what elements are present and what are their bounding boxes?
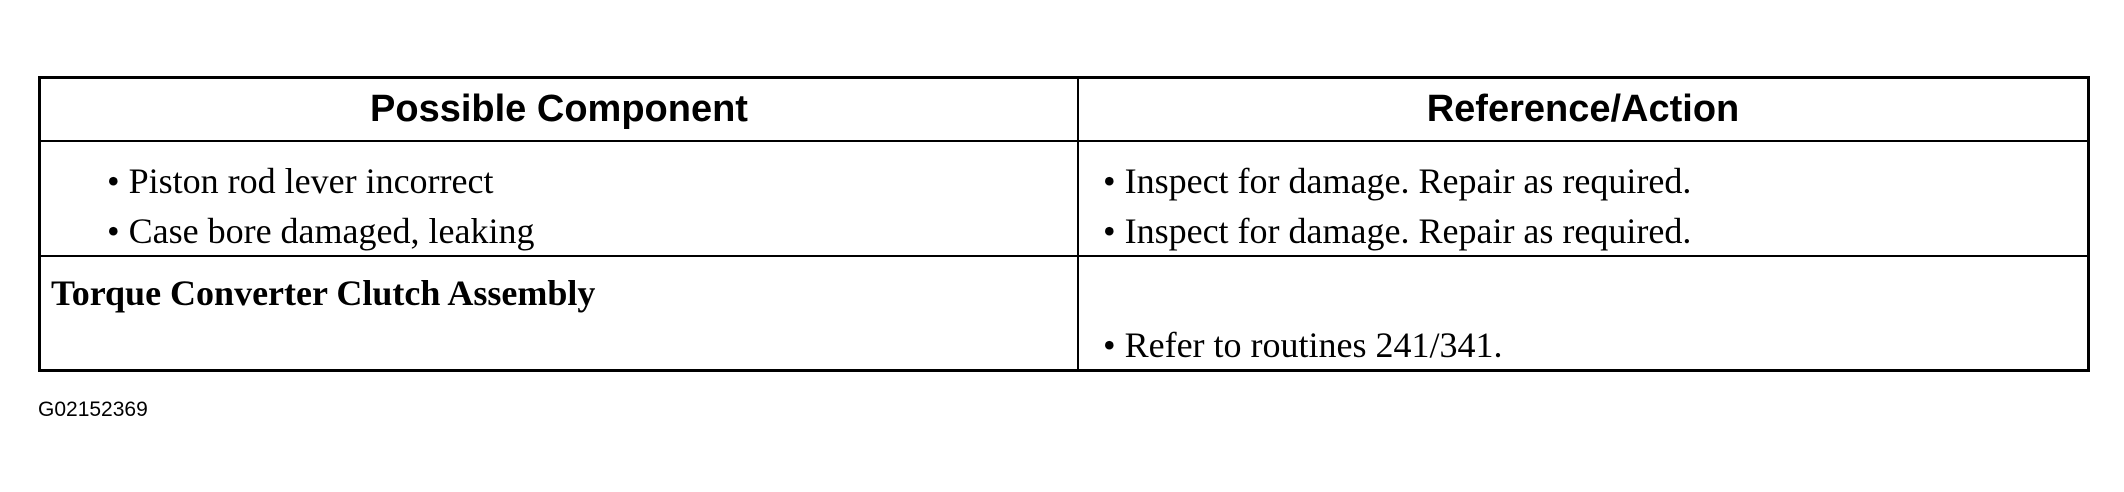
header-possible-component: Possible Component [370,88,748,130]
diagnostic-table: Possible Component Reference/Action • Pi… [38,76,2090,372]
component-torque-converter-clutch: Torque Converter Clutch Assembly [51,273,596,313]
figure-id-caption: G02152369 [38,398,148,421]
row-divider [41,255,2087,257]
action-inspect-2: • Inspect for damage. Repair as required… [1103,211,1692,251]
component-case-bore: • Case bore damaged, leaking [107,211,535,251]
column-divider [1077,79,1079,369]
action-refer-routines: • Refer to routines 241/341. [1103,325,1503,365]
header-divider [41,140,2087,142]
header-reference-action: Reference/Action [1426,88,1740,130]
component-piston-rod-lever: • Piston rod lever incorrect [107,161,494,201]
action-inspect-1: • Inspect for damage. Repair as required… [1103,161,1692,201]
